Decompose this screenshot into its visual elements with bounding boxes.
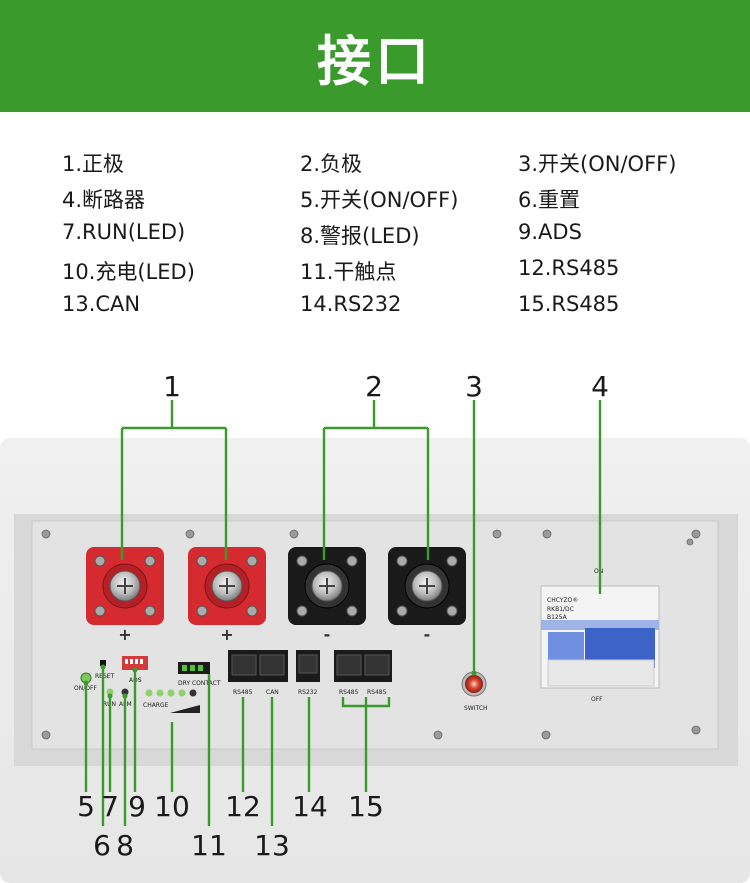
callout-number: 7 bbox=[101, 790, 119, 823]
ads-dip-switch[interactable] bbox=[122, 656, 148, 670]
header-banner: 接口 bbox=[0, 0, 750, 112]
minus-sign: - bbox=[424, 625, 431, 644]
rs485-port-label: RS485 bbox=[339, 689, 359, 696]
legend-item: 15.RS485 bbox=[518, 292, 620, 316]
breaker-off-label: OFF bbox=[591, 696, 603, 703]
rs232-port[interactable] bbox=[296, 650, 320, 682]
reset-label: RESET bbox=[95, 673, 115, 680]
legend-item: 2.负极 bbox=[300, 152, 363, 176]
legend-item: 4.断路器 bbox=[62, 188, 146, 212]
legend-item: 6.重置 bbox=[518, 188, 581, 212]
minus-sign: - bbox=[324, 625, 331, 644]
legend-item: 8.警报(LED) bbox=[300, 224, 420, 248]
legend-item: 14.RS232 bbox=[300, 292, 402, 316]
callout-number: 15 bbox=[348, 790, 384, 823]
dry-contact-label: DRY CONTACT bbox=[178, 680, 221, 687]
legend-item: 9.ADS bbox=[518, 220, 582, 244]
faceplate-screws bbox=[41, 529, 701, 740]
legend-item: 1.正极 bbox=[62, 152, 125, 176]
rs485-port-label: RS485 bbox=[233, 689, 253, 696]
breaker-model: RKB1/DC bbox=[547, 606, 574, 613]
callout-number: 10 bbox=[154, 790, 190, 823]
battery-panel-diagram: + + - - RESET ON/OFF RUN ALM ADS CHARGE … bbox=[0, 370, 750, 883]
circuit-breaker[interactable]: ON CHCYZO® RKB1/DC B125A OFF bbox=[540, 568, 660, 703]
legend-item: 5.开关(ON/OFF) bbox=[300, 188, 459, 212]
charge-leds bbox=[145, 689, 197, 697]
alm-led bbox=[121, 688, 129, 696]
can-port-label: CAN bbox=[266, 689, 279, 696]
plus-sign: + bbox=[220, 625, 233, 644]
negative-terminal[interactable] bbox=[288, 547, 366, 625]
run-led bbox=[106, 688, 114, 696]
legend-item: 3.开关(ON/OFF) bbox=[518, 152, 677, 176]
legend-list: 1.正极 2.负极 3.开关(ON/OFF) 4.断路器 5.开关(ON/OFF… bbox=[0, 148, 750, 328]
callout-number: 4 bbox=[591, 370, 609, 403]
rs485-port-label: RS485 bbox=[367, 689, 387, 696]
breaker-on-label: ON bbox=[594, 568, 603, 575]
main-switch[interactable] bbox=[461, 671, 487, 697]
dry-contact-connector[interactable] bbox=[178, 662, 210, 674]
callout-number: 12 bbox=[225, 790, 261, 823]
callout-number: 3 bbox=[465, 370, 483, 403]
breaker-rating: B125A bbox=[547, 614, 568, 621]
legend-item: 13.CAN bbox=[62, 292, 141, 316]
rs232-port-label: RS232 bbox=[298, 689, 318, 696]
reset-button[interactable] bbox=[100, 660, 106, 666]
legend-item: 10.充电(LED) bbox=[62, 260, 195, 284]
callout-number: 8 bbox=[116, 829, 134, 862]
callout-number: 9 bbox=[128, 790, 146, 823]
legend-item: 7.RUN(LED) bbox=[62, 220, 186, 244]
negative-terminal[interactable] bbox=[388, 547, 466, 625]
legend-item: 12.RS485 bbox=[518, 256, 620, 280]
charge-label: CHARGE bbox=[143, 702, 169, 709]
rs485-ports[interactable] bbox=[334, 650, 392, 682]
rs485-can-ports[interactable] bbox=[228, 650, 288, 682]
charge-wedge bbox=[170, 705, 200, 713]
positive-terminal[interactable] bbox=[86, 547, 164, 625]
callout-number: 11 bbox=[191, 829, 227, 862]
callout-number: 1 bbox=[163, 370, 181, 403]
page-title: 接口 bbox=[317, 29, 433, 93]
callout-number: 5 bbox=[77, 790, 95, 823]
leader-lines bbox=[84, 400, 602, 826]
breaker-brand: CHCYZO® bbox=[547, 597, 578, 604]
leader-ends bbox=[83, 664, 477, 699]
callout-number: 14 bbox=[292, 790, 328, 823]
plus-sign: + bbox=[118, 625, 131, 644]
callout-number: 13 bbox=[254, 829, 290, 862]
switch-label: SWITCH bbox=[464, 705, 488, 712]
legend-item: 11.干触点 bbox=[300, 260, 397, 284]
callout-number: 6 bbox=[93, 829, 111, 862]
callout-number: 2 bbox=[365, 370, 383, 403]
positive-terminal[interactable] bbox=[188, 547, 266, 625]
